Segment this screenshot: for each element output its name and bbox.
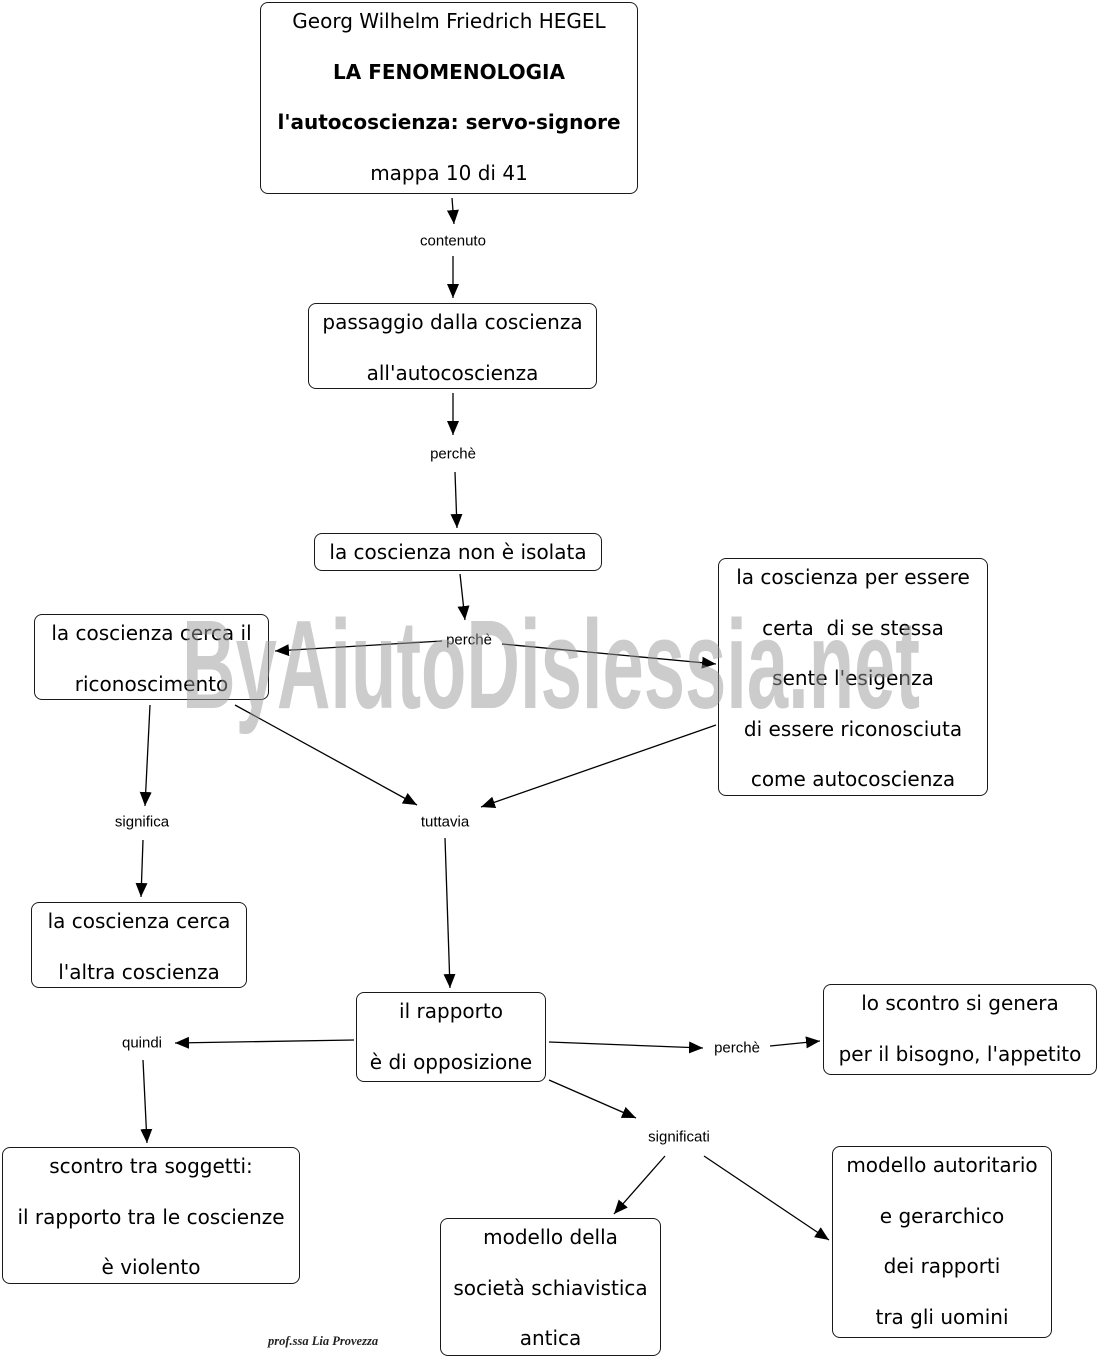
concept-text-line: di essere riconosciuta <box>743 716 963 741</box>
link-label-perche: perchè <box>430 445 476 463</box>
concept-text-line: riconoscimento <box>74 671 229 696</box>
link-label-quindi: quindi <box>121 1034 163 1052</box>
concept-text-line: la coscienza non è isolata <box>329 540 587 564</box>
concept-text-line: lo scontro si genera <box>861 991 1059 1015</box>
title-work: LA FENOMENOLOGIA <box>333 59 565 84</box>
concept-text-line: modello della <box>483 1225 618 1249</box>
arrow-seeks-recognition-to-significa <box>139 704 152 807</box>
concept-text-line: il rapporto tra le coscienze <box>17 1204 285 1229</box>
concept-text-line: sente l'esigenza <box>772 666 934 690</box>
concept-text-line: il rapporto <box>399 999 503 1023</box>
arrow-perche-to-cause <box>769 1036 821 1049</box>
title-topic: l'autocoscienza: servo-signore <box>277 110 621 134</box>
arrow-opposition-to-significati <box>548 1079 637 1119</box>
concept-text-line: antica <box>519 1326 582 1350</box>
link-label-significa: significa <box>114 813 170 831</box>
concept-self-certainty: la coscienza per essere certa di se stes… <box>718 558 988 796</box>
arrow-significa-to-seeks-other <box>135 839 148 898</box>
author-signature: prof.ssa Lia Provezza <box>268 1334 379 1348</box>
concept-slave-society: modello della società schiavistica antic… <box>440 1218 661 1356</box>
arrow-opposition-to-perche <box>548 1041 704 1054</box>
concept-text-line: dei rapporti <box>883 1254 1001 1278</box>
concept-cause: lo scontro si genera per il bisogno, l'a… <box>823 984 1097 1075</box>
concept-text-line: società schiavistica <box>453 1275 648 1300</box>
concept-text-line: per il bisogno, l'appetito <box>838 1041 1082 1066</box>
concept-not-isolated: la coscienza non è isolata <box>314 533 602 571</box>
link-label-perche: perchè <box>714 1039 760 1057</box>
arrow-self-certainty-to-tuttavia <box>480 724 717 809</box>
concept-seeks-other: la coscienza cerca l'altra coscienza <box>31 902 247 988</box>
concept-opposition: il rapporto è di opposizione <box>356 992 546 1082</box>
arrow-quindi-to-clash <box>140 1059 153 1144</box>
arrow-seeks-recognition-to-tuttavia <box>234 704 418 806</box>
concept-title: Georg Wilhelm Friedrich HEGEL LA FENOMEN… <box>260 2 638 194</box>
arrow-significati-to-slave-society <box>613 1155 666 1215</box>
link-label-tuttavia: tuttavia <box>420 813 470 831</box>
arrow-not-isolated-to-perche <box>457 573 470 621</box>
concept-text-line: scontro tra soggetti: <box>49 1154 253 1178</box>
concept-text-line: all'autocoscienza <box>366 360 539 385</box>
arrow-significati-to-authoritarian <box>703 1155 830 1241</box>
concept-text-line: modello autoritario <box>846 1153 1038 1177</box>
concept-text-line: certa di se stessa <box>762 615 944 640</box>
link-label-significati: significati <box>648 1128 710 1146</box>
concept-text-line: la coscienza cerca <box>47 909 231 933</box>
concept-authoritarian: modello autoritario e gerarchico dei rap… <box>832 1146 1052 1338</box>
link-label-perche: perchè <box>446 631 492 649</box>
concept-clash: scontro tra soggetti: il rapporto tra le… <box>2 1147 300 1284</box>
concept-text-line: la coscienza cerca il <box>51 621 252 645</box>
concept-text-line: è violento <box>101 1255 201 1279</box>
concept-text-line: come autocoscienza <box>750 767 956 791</box>
concept-text-line: tra gli uomini <box>875 1304 1009 1329</box>
link-label-contenuto: contenuto <box>420 232 486 250</box>
concept-text-line: la coscienza per essere <box>736 565 970 589</box>
arrow-perche-to-seeks-recognition <box>274 640 443 657</box>
arrow-tuttavia-to-opposition <box>443 837 456 989</box>
concept-text-line: è di opposizione <box>369 1049 533 1074</box>
concept-seeks-recognition: la coscienza cerca il riconoscimento <box>34 614 269 700</box>
arrow-perche-to-not-isolated <box>450 471 463 529</box>
concept-text-line: e gerarchico <box>879 1203 1005 1228</box>
arrow-title-to-contenuto <box>446 197 459 225</box>
arrow-perche-to-self-certainty <box>501 643 717 669</box>
arrow-opposition-to-quindi <box>174 1036 355 1049</box>
concept-text-line: l'altra coscienza <box>58 959 220 984</box>
concept-transition: passaggio dalla coscienza all'autocoscie… <box>308 303 597 389</box>
title-author: Georg Wilhelm Friedrich HEGEL <box>292 9 606 33</box>
concept-text-line: passaggio dalla coscienza <box>322 310 583 334</box>
title-map-number: mappa 10 di 41 <box>370 160 528 185</box>
